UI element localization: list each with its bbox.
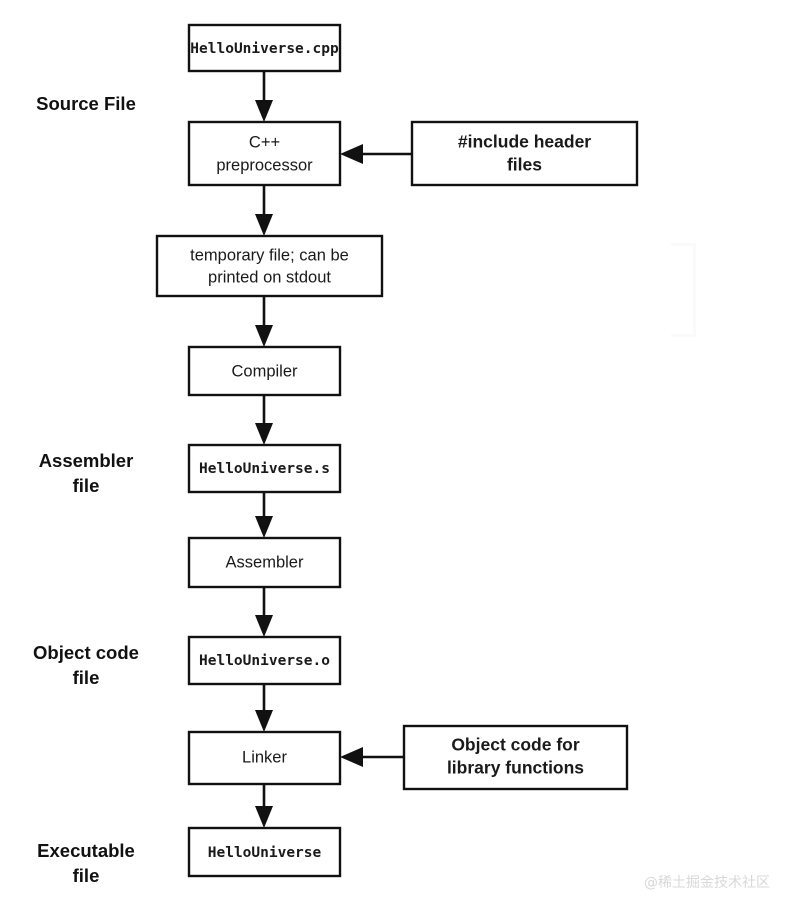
node-hellouniverse-s-label: HelloUniverse.s <box>199 461 330 477</box>
node-hellouniverse-label: HelloUniverse <box>208 845 322 861</box>
stage-label-source-file: Source File <box>36 93 136 114</box>
watermark-label: @稀土掘金技术社区 <box>644 875 770 891</box>
node-hellouniverse-s[interactable]: HelloUniverse.s <box>187 443 342 494</box>
node-include-header-files-label-line1: #include header <box>458 132 591 152</box>
stage-label-object-code-file-line2: file <box>73 667 100 688</box>
node-include-header-files-label-line2: files <box>507 155 542 175</box>
connector-preprocessor-to-tempfile <box>255 185 273 236</box>
node-linker-label: Linker <box>242 748 287 766</box>
node-compiler[interactable]: Compiler <box>187 345 342 397</box>
stage-label-assembler-file: Assembler file <box>39 450 134 496</box>
node-hellouniverse-cpp[interactable]: HelloUniverse.cpp <box>187 23 342 73</box>
connector-library-to-linker <box>340 747 404 767</box>
stage-label-executable-file-line2: file <box>73 865 100 886</box>
stage-label-executable-file: Executable file <box>37 840 135 886</box>
stage-label-object-code-file: Object code file <box>33 642 139 688</box>
connector-compiler-to-asmfile <box>255 395 273 445</box>
node-hellouniverse[interactable]: HelloUniverse <box>187 826 342 878</box>
connector-cpp-to-preprocessor <box>255 71 273 122</box>
stage-label-executable-file-line1: Executable <box>37 840 135 861</box>
node-temporary-file-label-line1: temporary file; can be <box>190 246 349 264</box>
node-cpp-preprocessor[interactable]: C++ preprocessor <box>187 120 342 187</box>
node-assembler[interactable]: Assembler <box>187 536 342 589</box>
node-include-header-files[interactable]: #include header files <box>410 120 639 187</box>
node-object-code-library-label-line2: library functions <box>447 758 584 778</box>
stage-label-object-code-file-line1: Object code <box>33 642 139 663</box>
node-cpp-preprocessor-label-line1: C++ <box>249 133 280 151</box>
node-object-code-library-label-line1: Object code for <box>451 735 580 755</box>
node-hellouniverse-o[interactable]: HelloUniverse.o <box>187 635 342 686</box>
node-linker[interactable]: Linker <box>187 730 342 786</box>
node-object-code-library[interactable]: Object code for library functions <box>402 724 629 791</box>
connector-assembler-to-objfile <box>255 587 273 637</box>
node-compiler-label: Compiler <box>231 362 298 380</box>
node-cpp-preprocessor-label-line2: preprocessor <box>216 156 313 174</box>
stage-label-assembler-file-line2: file <box>73 475 100 496</box>
node-temporary-file-label-line2: printed on stdout <box>208 268 331 286</box>
connector-tempfile-to-compiler <box>255 296 273 347</box>
stage-label-assembler-file-line1: Assembler <box>39 450 134 471</box>
node-hellouniverse-cpp-label: HelloUniverse.cpp <box>190 41 339 57</box>
connector-objfile-to-linker <box>255 684 273 732</box>
node-assembler-label: Assembler <box>226 553 304 571</box>
watermark-bracket-decoration <box>671 243 696 337</box>
connector-linker-to-executable <box>255 784 273 828</box>
connector-asmfile-to-assembler <box>255 492 273 538</box>
node-hellouniverse-o-label: HelloUniverse.o <box>199 653 330 669</box>
connector-headers-to-preprocessor <box>340 144 412 164</box>
stage-label-source-file-line1: Source File <box>36 93 136 114</box>
node-temporary-file[interactable]: temporary file; can be printed on stdout <box>155 234 384 298</box>
